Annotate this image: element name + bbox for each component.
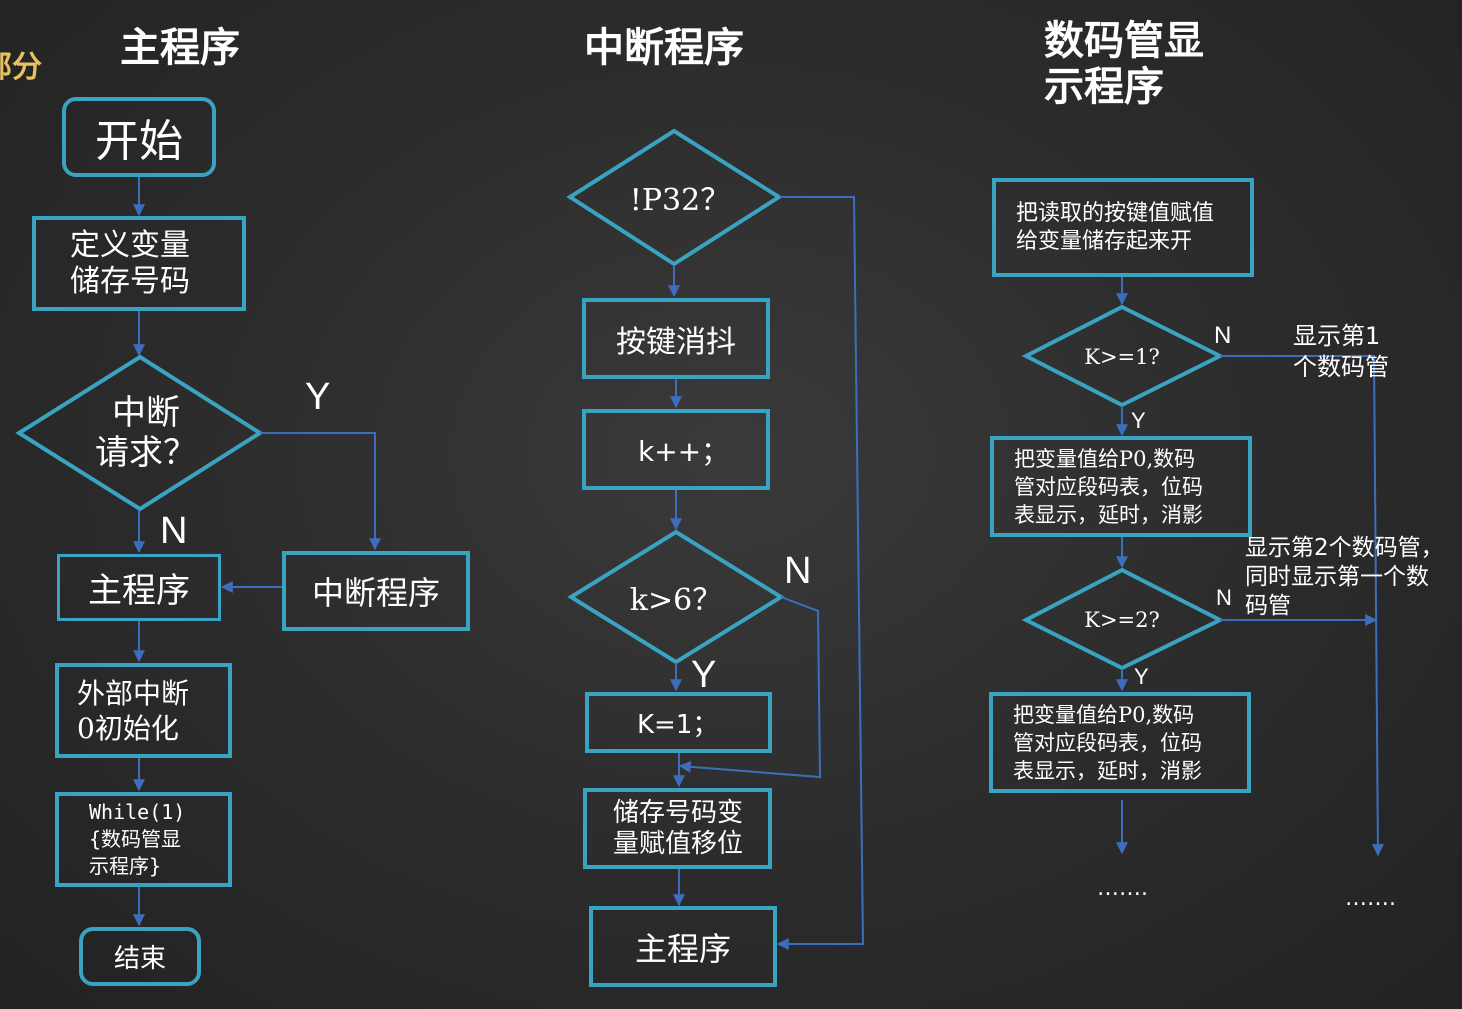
corner-partial-text: 部分	[0, 50, 42, 85]
debounce-box: 按键消抖	[582, 298, 770, 379]
interrupt-request-diamond	[15, 354, 264, 512]
k-no-label: N	[784, 550, 812, 592]
interrupt-program-box: 中断程序	[282, 551, 470, 631]
k-ge-1-label: K>=1?	[1084, 345, 1160, 369]
define-variable-box: 定义变量 储存号码	[32, 216, 246, 311]
k-yes-label: Y	[691, 654, 717, 696]
interrupt-program-heading: 中断程序	[584, 25, 744, 71]
main-program-heading: 主程序	[120, 25, 240, 71]
yes-label: Y	[305, 376, 331, 418]
connector-yes-branch	[260, 432, 381, 551]
k-greater-6-label: k>6？	[629, 583, 723, 618]
cond2-no-label: N	[1216, 585, 1232, 610]
end-node: 结束	[79, 927, 201, 986]
main-program-box: 主程序	[57, 554, 221, 621]
while-loop-box: While(1) {数码管显 示程序}	[55, 792, 232, 887]
k-ge-2-diamond	[1021, 567, 1225, 671]
start-node: 开始	[62, 97, 216, 177]
no-label: N	[160, 510, 188, 552]
show-digit-1-note: 显示第1 个数码管	[1293, 322, 1389, 381]
continuation-ellipsis-left: …….	[1097, 876, 1148, 901]
show-digit-1-action-box: 把变量值给P0,数码 管对应段码表，位码 表显示，延时，消影	[990, 436, 1252, 537]
assign-key-value-box: 把读取的按键值赋值 给变量储存起来开	[992, 178, 1254, 277]
interrupt-request-label: 中断 请求？	[95, 393, 197, 473]
cond1-no-label: N	[1214, 322, 1232, 349]
k-ge-1-diamond	[1021, 304, 1225, 408]
k-greater-6-diamond	[567, 529, 785, 665]
connector-no-loop	[678, 596, 822, 779]
external-interrupt-init-box: 外部中断 0初始化	[55, 663, 232, 758]
store-number-box: 储存号码变 量赋值移位	[583, 788, 772, 869]
show-digit-2-note: 显示第2个数码管， 同时显示第一个数 码管	[1245, 535, 1444, 619]
return-main-box: 主程序	[589, 906, 777, 987]
display-program-heading: 数码管显 示程序	[1044, 18, 1204, 110]
show-digit-2-action-box: 把变量值给P0,数码 管对应段码表，位码 表显示，延时，消影	[989, 692, 1251, 793]
p32-check-label: !P32？	[629, 183, 731, 218]
cond2-yes-label: Y	[1134, 664, 1149, 689]
connector-p32-false	[776, 196, 865, 950]
continuation-ellipsis-right: …….	[1345, 886, 1396, 911]
cond1-yes-label: Y	[1131, 408, 1146, 433]
k-ge-2-label: K>=2?	[1084, 608, 1160, 632]
k-increment-box: k++；	[582, 409, 770, 490]
k-reset-box: K=1；	[585, 692, 772, 753]
p32-check-diamond	[566, 128, 783, 267]
connector-display-right	[1220, 355, 1384, 857]
